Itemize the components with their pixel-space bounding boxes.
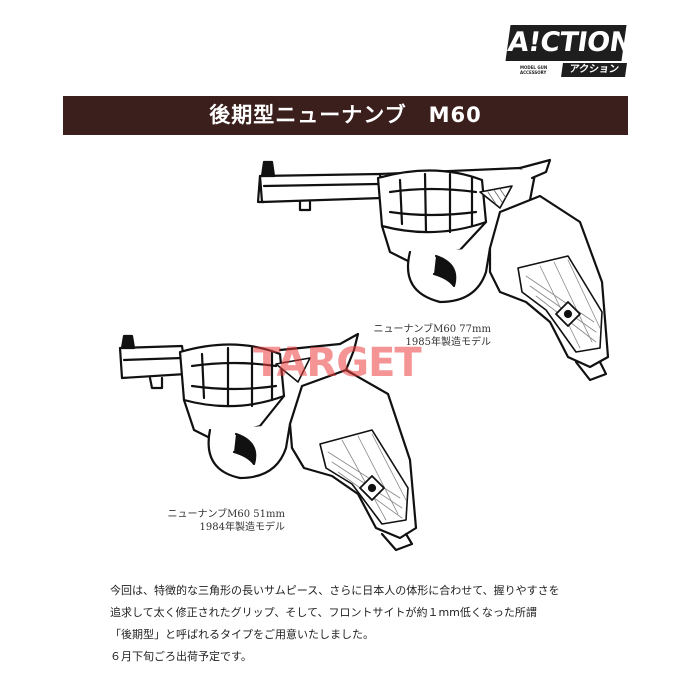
description-line: 追求して太く修正されたグリップ、そして、フロントサイトが約１mm低くなった所謂 xyxy=(110,606,537,619)
logo-kana: アクション xyxy=(561,63,627,77)
brand-logo: A!CTION MODEL GUN ACCESSORY アクション xyxy=(505,25,634,81)
revolver-51mm-illustration xyxy=(118,332,418,552)
revolver-77mm-illustration xyxy=(256,158,610,382)
caption-77mm: ニューナンブM60 77mm 1985年製造モデル xyxy=(330,323,491,349)
logo-tagline-line2: ACCESSORY xyxy=(520,70,547,75)
description-line: ６月下旬ごろ出荷予定です。 xyxy=(110,650,252,663)
target-watermark: TARGET xyxy=(253,340,421,386)
description-line: 「後期型」と呼ばれるタイプをご用意いたしました。 xyxy=(110,628,374,641)
logo-tagline: MODEL GUN ACCESSORY xyxy=(520,65,560,75)
logo-tagline-line1: MODEL GUN xyxy=(520,65,548,70)
caption-51mm: ニューナンブM60 51mm 1984年製造モデル xyxy=(130,508,285,534)
caption-77mm-year: 1985年製造モデル xyxy=(405,337,491,348)
product-description: 今回は、特徴的な三角形の長いサムピース、さらに日本人の体形に合わせて、握りやすさ… xyxy=(110,580,620,668)
page-title-banner: 後期型ニューナンブ M60 xyxy=(63,96,628,135)
caption-51mm-model: ニューナンブM60 51mm xyxy=(167,509,285,520)
caption-77mm-model: ニューナンブM60 77mm xyxy=(373,324,491,335)
logo-wordmark: A!CTION xyxy=(505,25,634,61)
caption-51mm-year: 1984年製造モデル xyxy=(199,522,285,533)
description-line: 今回は、特徴的な三角形の長いサムピース、さらに日本人の体形に合わせて、握りやすさ… xyxy=(110,584,560,597)
